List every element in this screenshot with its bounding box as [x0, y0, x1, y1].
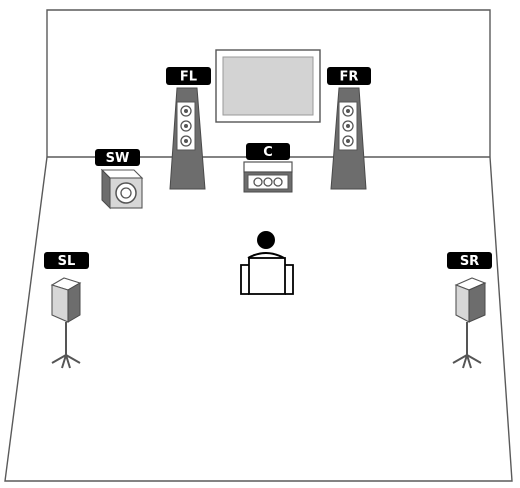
label-fr-text: FR [340, 70, 359, 85]
surround-left-speaker [52, 278, 80, 368]
center-speaker [244, 162, 292, 192]
room-floor [5, 157, 512, 481]
listener-figure [241, 231, 293, 294]
label-c: C [246, 143, 290, 160]
label-fl-text: FL [180, 70, 197, 85]
surround-right-speaker [453, 278, 485, 368]
label-sr-text: SR [460, 254, 479, 269]
label-sr: SR [447, 252, 492, 269]
label-sw: SW [95, 149, 140, 166]
label-sl: SL [44, 252, 89, 269]
tv-screen [216, 50, 320, 122]
label-sl-text: SL [58, 254, 76, 269]
front-left-speaker [170, 88, 205, 189]
label-c-text: C [263, 145, 273, 160]
label-fr: FR [327, 67, 371, 85]
subwoofer-speaker [102, 170, 142, 208]
label-fl: FL [166, 67, 211, 85]
label-sw-text: SW [106, 151, 130, 166]
front-right-speaker [331, 88, 366, 189]
